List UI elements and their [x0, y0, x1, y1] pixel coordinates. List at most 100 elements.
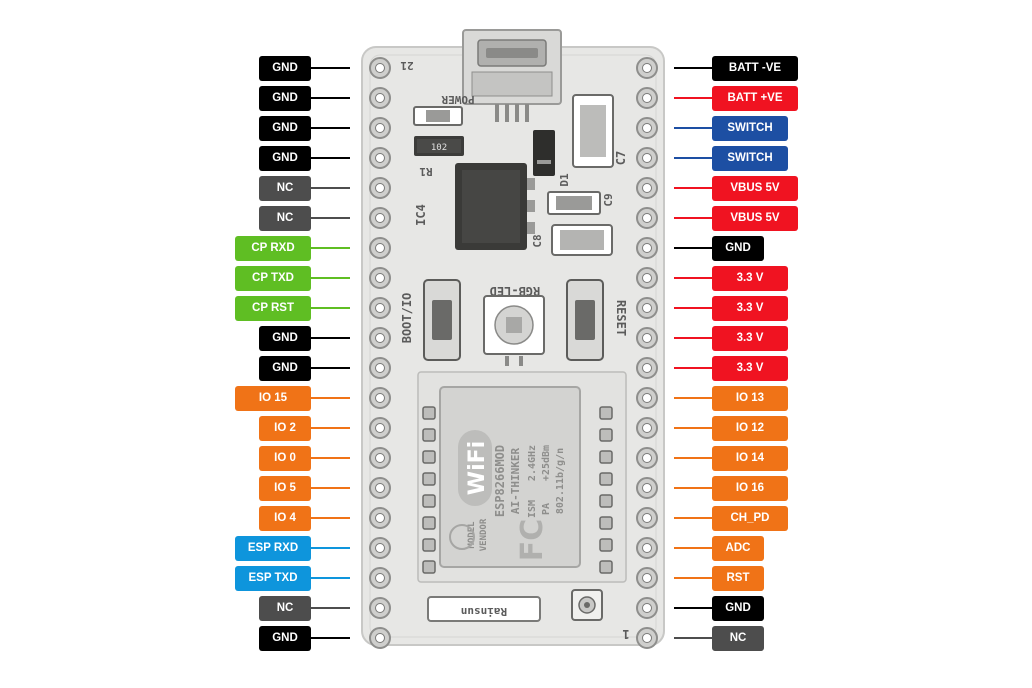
- pin-label: 3.3 V: [712, 355, 788, 381]
- pin-hole-center: [375, 213, 385, 223]
- pin-leader-line: [674, 517, 712, 519]
- pin-hole-center: [642, 483, 652, 493]
- pin-hole-center: [375, 573, 385, 583]
- module-vendor: AI-THINKER: [509, 448, 522, 515]
- pin-hole-center: [375, 633, 385, 643]
- pin-one-silkscreen: 1: [622, 627, 629, 641]
- pin-hole-center: [375, 303, 385, 313]
- d1-silkscreen: D1: [558, 173, 571, 187]
- pin-hole-center: [375, 333, 385, 343]
- module-pad: [599, 560, 613, 574]
- pin-leader-line: [674, 97, 712, 99]
- module-freq: 2.4GHz: [527, 445, 538, 481]
- module-pad: [422, 428, 436, 442]
- pin-hole-center: [375, 453, 385, 463]
- pin-hole-center: [642, 603, 652, 613]
- pin-hole-center: [375, 93, 385, 103]
- module-model-label: MODEL: [467, 521, 477, 549]
- pin-hole-center: [642, 273, 652, 283]
- pin-leader-line: [311, 457, 350, 459]
- pin-label: VBUS 5V: [712, 175, 798, 201]
- module-power: +25dBm: [541, 445, 552, 481]
- pin-label: 3.3 V: [712, 325, 788, 351]
- pin-label: ESP TXD: [235, 565, 311, 591]
- pin-hole-center: [642, 543, 652, 553]
- pin-hole-center: [642, 183, 652, 193]
- module-pad: [599, 428, 613, 442]
- pin-label: VBUS 5V: [712, 205, 798, 231]
- module-pad: [422, 450, 436, 464]
- pin-label: CP TXD: [235, 265, 311, 291]
- module-pad: [599, 538, 613, 552]
- rgb-led: [483, 295, 545, 366]
- pin-hole-center: [375, 153, 385, 163]
- esp8266-module: ESP8266MOD AI-THINKER ISM 2.4GHz PA +25d…: [417, 371, 627, 583]
- pin-leader-line: [674, 457, 712, 459]
- pin-label: GND: [259, 115, 311, 141]
- power-silkscreen: POWER: [441, 93, 474, 106]
- module-pad: [599, 494, 613, 508]
- module-pad: [422, 516, 436, 530]
- pin-leader-line: [674, 127, 712, 129]
- module-pad: [599, 450, 613, 464]
- pin-leader-line: [674, 277, 712, 279]
- pin-hole-center: [642, 93, 652, 103]
- reset-button: [566, 279, 604, 361]
- module-model: ESP8266MOD: [493, 445, 507, 517]
- pin-leader-line: [674, 337, 712, 339]
- boot-io-silkscreen: BOOT/IO: [400, 293, 414, 344]
- pin-label: NC: [712, 625, 764, 651]
- pin-label: BATT -VE: [712, 55, 798, 81]
- module-ism: ISM: [527, 500, 538, 518]
- antenna-silkscreen: Rainsun: [461, 605, 507, 618]
- pin-label: BATT +VE: [712, 85, 798, 111]
- pin-leader-line: [674, 67, 712, 69]
- pin-label: GND: [712, 235, 764, 261]
- pin-leader-line: [311, 577, 350, 579]
- pin-leader-line: [311, 487, 350, 489]
- pin-leader-line: [674, 217, 712, 219]
- pin-hole-center: [375, 423, 385, 433]
- rgb-led-silkscreen: RGB-LED: [490, 284, 541, 298]
- resistor-value: 102: [431, 143, 447, 153]
- pin-label: GND: [259, 85, 311, 111]
- pin-label: GND: [712, 595, 764, 621]
- pin-hole-center: [642, 303, 652, 313]
- pin-hole-center: [375, 183, 385, 193]
- pin-leader-line: [674, 577, 712, 579]
- pin-label: 3.3 V: [712, 265, 788, 291]
- antenna: Rainsun: [427, 589, 603, 622]
- diode-d1: [533, 130, 555, 176]
- pin-leader-line: [311, 217, 350, 219]
- module-pad: [422, 560, 436, 574]
- reset-silkscreen: RESET: [614, 300, 628, 336]
- pin-label: SWITCH: [712, 145, 788, 171]
- module-pad: [599, 516, 613, 530]
- pin-leader-line: [674, 307, 712, 309]
- c7-silkscreen: C7: [614, 151, 628, 165]
- resistor-102: 102: [414, 136, 464, 156]
- pin-hole-center: [642, 333, 652, 343]
- boot-button: [423, 279, 461, 361]
- pin-label: ADC: [712, 535, 764, 561]
- pin-leader-line: [311, 517, 350, 519]
- pin-leader-line: [311, 547, 350, 549]
- pin-hole-center: [642, 513, 652, 523]
- pin-leader-line: [674, 187, 712, 189]
- pin-hole-center: [375, 393, 385, 403]
- pin-hole-center: [375, 243, 385, 253]
- power-led: [413, 106, 463, 126]
- pin-hole-center: [642, 243, 652, 253]
- pin-label: ESP RXD: [235, 535, 311, 561]
- pin-hole-center: [642, 63, 652, 73]
- pin-leader-line: [311, 307, 350, 309]
- pin-label: RST: [712, 565, 764, 591]
- pin-label: GND: [259, 55, 311, 81]
- pin-hole-center: [375, 63, 385, 73]
- pin-leader-line: [311, 277, 350, 279]
- pin-leader-line: [311, 187, 350, 189]
- module-wifi-logo: WiFi: [465, 441, 490, 495]
- usb-connector: [462, 29, 562, 122]
